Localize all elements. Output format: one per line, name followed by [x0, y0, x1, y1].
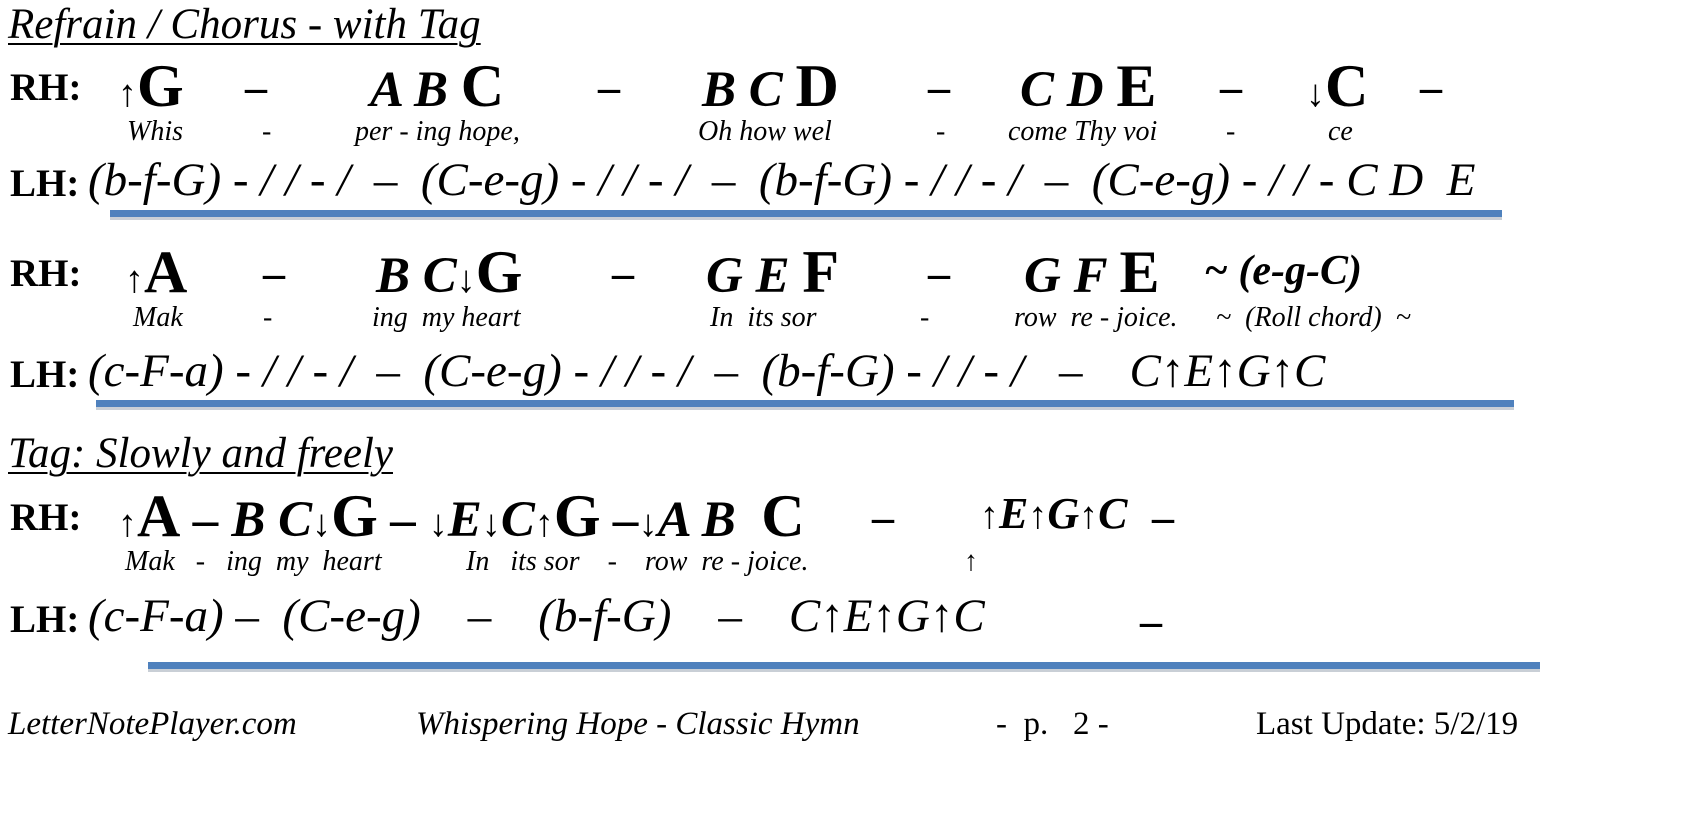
- lyric: Whis: [127, 116, 183, 147]
- lyric: In its sor - row re - joice.: [466, 546, 809, 577]
- footer-page-number: - p. 2 -: [996, 706, 1109, 742]
- lyric: Mak - ing my heart: [125, 546, 382, 577]
- lh-dash: –: [1140, 597, 1162, 646]
- lh-label: LH:: [10, 353, 80, 396]
- rh-label: RH:: [10, 66, 82, 109]
- lyric: come Thy voi: [1008, 116, 1158, 147]
- section-heading-tag: Tag: Slowly and freely: [8, 430, 393, 477]
- lyric: -: [1226, 116, 1236, 147]
- rh-note-group: G F E: [1024, 239, 1160, 305]
- rh-dash: –: [872, 493, 894, 542]
- section-heading-refrain: Refrain / Chorus - with Tag: [8, 1, 481, 48]
- lh-notes: (c-F-a) - / / - / – (C-e-g) - / / - / – …: [88, 345, 1326, 397]
- rh-dash: –: [1152, 493, 1174, 542]
- section-divider: [110, 210, 1502, 217]
- lyric: ing my heart: [372, 302, 521, 333]
- lyric: ↑: [964, 546, 978, 577]
- rh-dash: –: [928, 249, 950, 298]
- rh-note-group: B C D: [702, 53, 839, 119]
- lh-label: LH:: [10, 162, 80, 205]
- rh-note-group: ↓C: [1306, 53, 1369, 119]
- rh-dash: –: [928, 63, 950, 112]
- footer-last-update: Last Update: 5/2/19: [1256, 706, 1519, 742]
- lyric: -: [263, 302, 273, 333]
- rh-note-group: ↑E↑G↑C: [980, 489, 1128, 538]
- rh-roll-chord: ~ (e-g-C): [1204, 248, 1363, 294]
- rh-note-group: ↑A – B C↓G – ↓E↓C↑G –↓A B C: [118, 483, 805, 549]
- section-divider: [148, 662, 1540, 669]
- lyric: In its sor: [710, 302, 817, 333]
- rh-note-group: B C↓G: [376, 239, 523, 305]
- rh-dash: –: [612, 249, 634, 298]
- lyric: Mak: [133, 302, 183, 333]
- lyric: -: [262, 116, 272, 147]
- footer-title: Whispering Hope - Classic Hymn: [416, 706, 860, 742]
- rh-dash: –: [263, 249, 285, 298]
- rh-note-group: C D E: [1020, 53, 1157, 119]
- lyric: per - ing hope,: [355, 116, 520, 147]
- lyric: ce: [1328, 116, 1353, 147]
- rh-note-group: G E F: [706, 239, 840, 305]
- lyric: -: [920, 302, 930, 333]
- lyric: -: [936, 116, 946, 147]
- rh-dash: –: [1420, 63, 1442, 112]
- rh-dash: –: [598, 63, 620, 112]
- rh-note-group: A B C: [370, 53, 505, 119]
- lyric: ~ (Roll chord) ~: [1216, 302, 1411, 333]
- footer-site: LetterNotePlayer.com: [8, 706, 297, 742]
- lyric: row re - joice.: [1014, 302, 1178, 333]
- lh-notes: (c-F-a) – (C-e-g) – (b-f-G) – C↑E↑G↑C: [88, 590, 985, 642]
- lh-label: LH:: [10, 598, 80, 641]
- rh-note-group: ↑A: [125, 239, 188, 305]
- rh-dash: –: [245, 63, 267, 112]
- section-divider: [96, 400, 1514, 407]
- rh-note-group: ↑G: [118, 53, 184, 119]
- rh-label: RH:: [10, 496, 82, 539]
- rh-label: RH:: [10, 252, 82, 295]
- lh-notes: (b-f-G) - / / - / – (C-e-g) - / / - / – …: [88, 154, 1476, 206]
- lyric: Oh how wel: [698, 116, 832, 147]
- rh-dash: –: [1220, 63, 1242, 112]
